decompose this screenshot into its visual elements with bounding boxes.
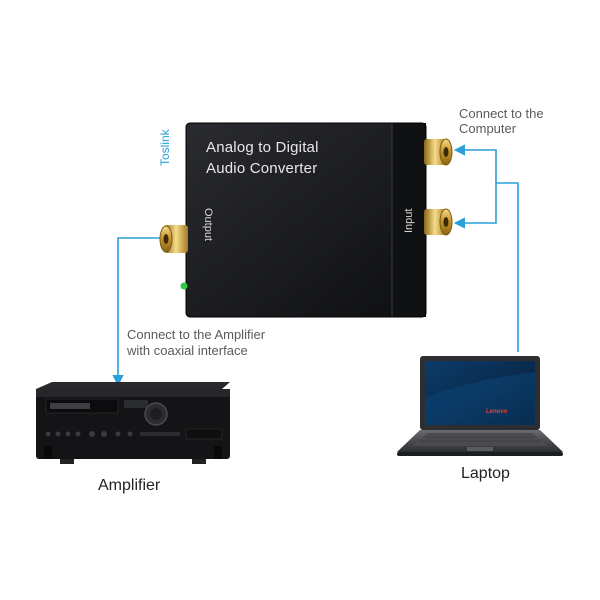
amplifier-annotation-line2: with coaxial interface xyxy=(127,343,248,358)
input-label: Input xyxy=(403,208,415,233)
laptop-caption: Laptop xyxy=(461,465,510,482)
amplifier-annotation-line1: Connect to the Amplifier xyxy=(127,327,266,342)
amplifier-image xyxy=(36,382,230,464)
computer-annotation-line1: Connect to the xyxy=(459,106,544,121)
computer-annotation-line2: Computer xyxy=(459,121,517,136)
amplifier-caption: Amplifier xyxy=(98,477,161,494)
laptop-connection-arrow-bottom xyxy=(453,182,519,352)
input-rca-connector-top xyxy=(424,138,453,166)
connection-lines xyxy=(112,144,519,387)
status-led xyxy=(180,282,188,290)
output-rca-connector xyxy=(159,225,188,253)
converter-box xyxy=(185,122,427,318)
converter-title-line1: Analog to Digital xyxy=(206,139,319,156)
toslink-label: Toslink xyxy=(158,129,172,166)
laptop-connection-arrow-top xyxy=(453,144,497,183)
amplifier-connection-arrow xyxy=(112,237,160,387)
output-label: Output xyxy=(202,208,214,242)
laptop-image xyxy=(397,356,563,456)
laptop-brand-logo: Lenovo xyxy=(486,409,508,415)
converter-title-line2: Audio Converter xyxy=(206,160,318,177)
input-rca-connector-bottom xyxy=(424,208,453,236)
